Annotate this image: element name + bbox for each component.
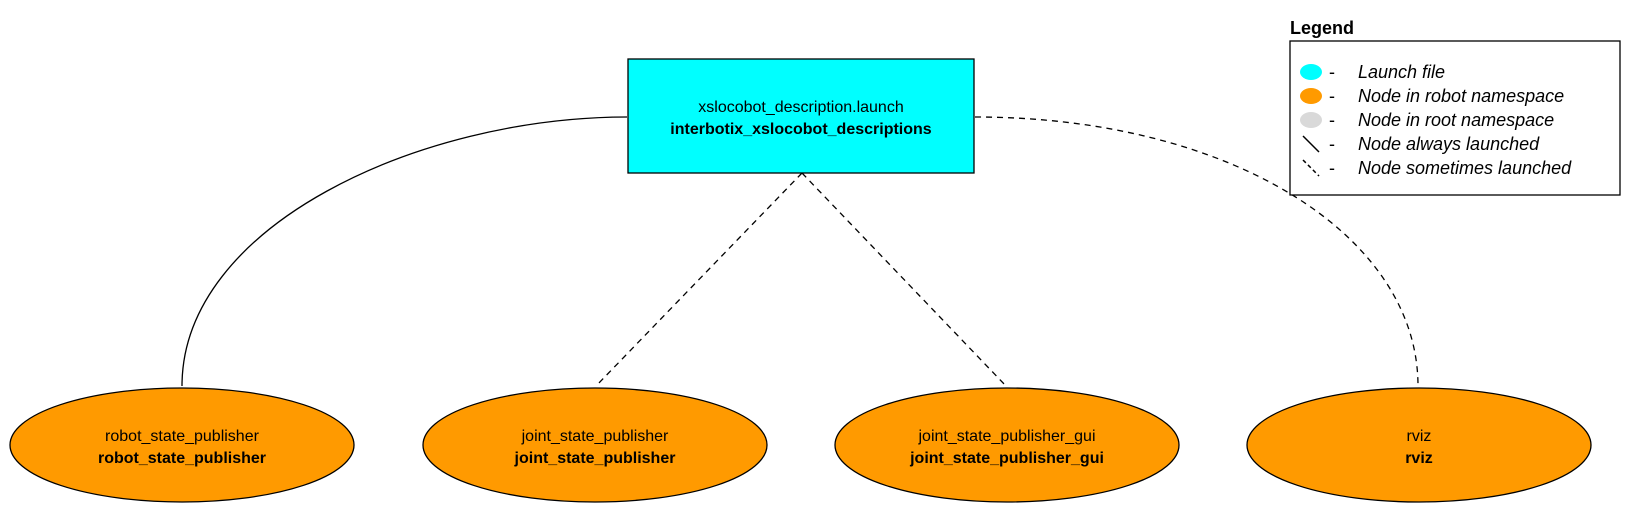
launch-file-node[interactable]: xslocobot_description.launch interbotix_…	[627, 58, 975, 174]
legend-label-root-namespace: Node in root namespace	[1358, 110, 1554, 130]
node-name: joint_state_publisher_gui	[917, 428, 1095, 445]
legend-label-always-launched: Node always launched	[1358, 134, 1540, 154]
legend-dash: -	[1329, 158, 1335, 178]
node-robot-state-publisher[interactable]: robot_state_publisher robot_state_publis…	[9, 387, 355, 503]
legend-label-robot-namespace: Node in robot namespace	[1358, 86, 1564, 106]
node-ellipse	[834, 387, 1180, 503]
node-ellipse	[422, 387, 768, 503]
node-type: joint_state_publisher_gui	[909, 450, 1104, 467]
launch-file-package: interbotix_xslocobot_descriptions	[670, 121, 931, 138]
legend-dash: -	[1329, 62, 1335, 82]
legend: Legend - Launch file - Node in robot nam…	[1289, 18, 1621, 196]
node-joint-state-publisher[interactable]: joint_state_publisher joint_state_publis…	[422, 387, 768, 503]
node-name: rviz	[1407, 428, 1432, 445]
node-rviz[interactable]: rviz rviz	[1246, 387, 1592, 503]
launch-file-box	[627, 58, 975, 174]
dashed-line-icon	[1302, 159, 1320, 177]
legend-dash: -	[1329, 86, 1335, 106]
solid-line-icon	[1302, 135, 1320, 153]
node-type: rviz	[1405, 450, 1433, 467]
legend-box	[1289, 40, 1621, 196]
legend-label-launch-file: Launch file	[1358, 62, 1445, 82]
legend-dash: -	[1329, 134, 1335, 154]
node-ellipse	[1246, 387, 1592, 503]
node-name: robot_state_publisher	[105, 428, 260, 445]
node-name: joint_state_publisher	[521, 428, 669, 445]
legend-label-sometimes-launched: Node sometimes launched	[1358, 158, 1572, 178]
launch-file-name: xslocobot_description.launch	[698, 99, 903, 116]
legend-dash: -	[1329, 110, 1335, 130]
legend-title: Legend	[1290, 18, 1354, 38]
cyan-ellipse-icon	[1300, 64, 1322, 80]
orange-ellipse-icon	[1300, 88, 1322, 104]
node-type: robot_state_publisher	[98, 450, 266, 467]
node-ellipse	[9, 387, 355, 503]
node-type: joint_state_publisher	[514, 450, 676, 467]
edge-joint-state-publisher	[595, 172, 803, 387]
gray-ellipse-icon	[1300, 112, 1322, 128]
edge-robot-state-publisher	[181, 116, 628, 387]
edge-joint-state-publisher-gui	[801, 172, 1007, 387]
node-joint-state-publisher-gui[interactable]: joint_state_publisher_gui joint_state_pu…	[834, 387, 1180, 503]
